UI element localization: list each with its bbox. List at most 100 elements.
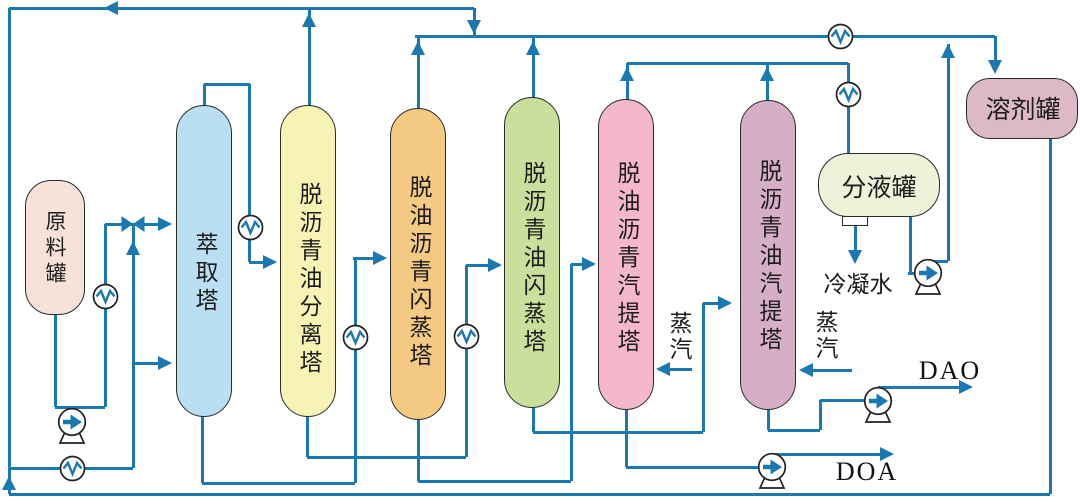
- pipe-segment: [533, 430, 703, 434]
- extraction-column: [176, 105, 232, 417]
- pipe-segment: [802, 368, 852, 372]
- flow-arrow-icon: [848, 250, 862, 264]
- heat-exchanger-icon: [237, 214, 264, 241]
- pipe-segment: [853, 226, 857, 258]
- condensate-label: 冷凝水: [823, 272, 893, 297]
- pipe-segment: [353, 258, 357, 483]
- pipe-segment: [103, 224, 107, 407]
- pipe-segment: [703, 301, 729, 305]
- pipe-segment: [531, 407, 535, 432]
- dao-stripper-column-label: 脱沥青油汽提塔: [756, 159, 781, 355]
- feed-tank-vessel: [25, 180, 85, 315]
- pipe-segment: [993, 36, 997, 68]
- flow-arrow-icon: [760, 67, 774, 81]
- pipe-segment: [1048, 139, 1052, 494]
- pipe-segment: [9, 6, 474, 10]
- flow-arrow-icon: [373, 251, 387, 265]
- pipe-segment: [531, 36, 535, 98]
- flow-arrow-icon: [620, 67, 634, 81]
- pipe-segment: [249, 260, 274, 264]
- solvent-tank-vessel: [966, 78, 1078, 139]
- flow-arrow-icon: [126, 241, 140, 255]
- pipe-segment: [353, 256, 384, 260]
- flow-arrow-icon: [488, 258, 502, 272]
- pipe-segment: [131, 224, 135, 468]
- pipe-segment: [204, 82, 250, 86]
- flow-arrow-icon: [880, 447, 894, 461]
- pipe-segment: [820, 398, 866, 402]
- doa-flash-column-label: 脱油沥青闪蒸塔: [406, 175, 431, 371]
- doa-stripper-column-label: 脱油沥青汽提塔: [614, 161, 639, 357]
- pump-icon: [908, 257, 948, 299]
- dao-separation-column-label: 脱沥青油分离塔: [296, 182, 321, 378]
- pipe-segment: [908, 271, 916, 275]
- heat-exchanger-icon: [835, 81, 862, 108]
- pipe-segment: [416, 419, 420, 481]
- pump-icon: [752, 451, 792, 493]
- flow-arrow-icon: [411, 41, 425, 55]
- flow-arrow-icon: [2, 476, 16, 490]
- pipe-segment: [415, 34, 995, 38]
- flow-arrow-icon: [158, 356, 172, 370]
- pipe-segment: [55, 405, 105, 409]
- flow-arrow-icon: [718, 296, 732, 310]
- pipe-segment: [466, 263, 499, 267]
- flow-arrow-icon: [526, 41, 540, 55]
- dao-flash-column-label: 脱沥青油闪蒸塔: [520, 161, 545, 357]
- pipe-segment: [626, 465, 759, 469]
- pipe-segment: [928, 259, 948, 263]
- pipe-segment: [569, 264, 573, 481]
- doa-flash-column: [390, 108, 446, 420]
- pipe-segment: [305, 416, 309, 457]
- pipe-segment: [768, 428, 820, 432]
- flow-arrow-icon: [104, 1, 118, 15]
- pipe-segment: [202, 84, 206, 106]
- extraction-column-label: 萃取塔: [192, 232, 217, 316]
- flow-arrow-icon: [582, 257, 596, 271]
- steam-label-doa-stripper: 蒸汽: [666, 311, 691, 363]
- pipe-segment: [818, 400, 822, 430]
- pipe-segment: [247, 84, 251, 262]
- separator-drum-label: 分液罐: [841, 175, 917, 202]
- pipe-segment: [846, 63, 850, 154]
- pipe-segment: [307, 8, 311, 106]
- pump-icon: [52, 406, 92, 448]
- flow-arrow-icon: [263, 255, 277, 269]
- pipe-segment: [765, 63, 769, 101]
- flow-arrow-icon: [656, 362, 670, 376]
- pipe-segment: [9, 492, 1050, 496]
- valve-icon: [121, 215, 145, 233]
- pipe-segment: [624, 409, 628, 467]
- dao-separation-column: [280, 105, 336, 417]
- pipe-segment: [625, 63, 629, 100]
- pump-icon: [858, 385, 898, 427]
- flow-arrow-icon: [959, 380, 973, 394]
- heat-exchanger-icon: [453, 323, 480, 350]
- dao-stripper-column: [740, 100, 796, 410]
- pipe-segment: [202, 481, 355, 485]
- dao-flash-column: [504, 97, 560, 408]
- flow-arrow-icon: [467, 20, 481, 34]
- doa-product-label: DOA: [835, 457, 899, 486]
- steam-label-dao-stripper: 蒸汽: [812, 310, 837, 362]
- pipe-segment: [772, 452, 881, 456]
- flow-arrow-icon: [988, 60, 1002, 74]
- separator-drum-nozzle: [842, 216, 868, 226]
- pipe-segment: [133, 361, 168, 365]
- pipe-segment: [418, 479, 571, 483]
- feed-tank-label: 原料罐: [43, 210, 67, 288]
- pipe-segment: [53, 314, 57, 407]
- flow-arrow-icon: [302, 13, 316, 27]
- flow-arrow-icon: [799, 363, 813, 377]
- pipe-segment: [464, 265, 468, 457]
- pipe-segment: [627, 61, 848, 65]
- heat-exchanger-icon: [827, 23, 854, 50]
- separator-drum-vessel: [818, 153, 940, 217]
- pipe-segment: [766, 409, 770, 430]
- doa-stripper-column: [598, 99, 654, 410]
- pipe-segment: [7, 8, 11, 494]
- flow-arrow-icon: [941, 44, 955, 58]
